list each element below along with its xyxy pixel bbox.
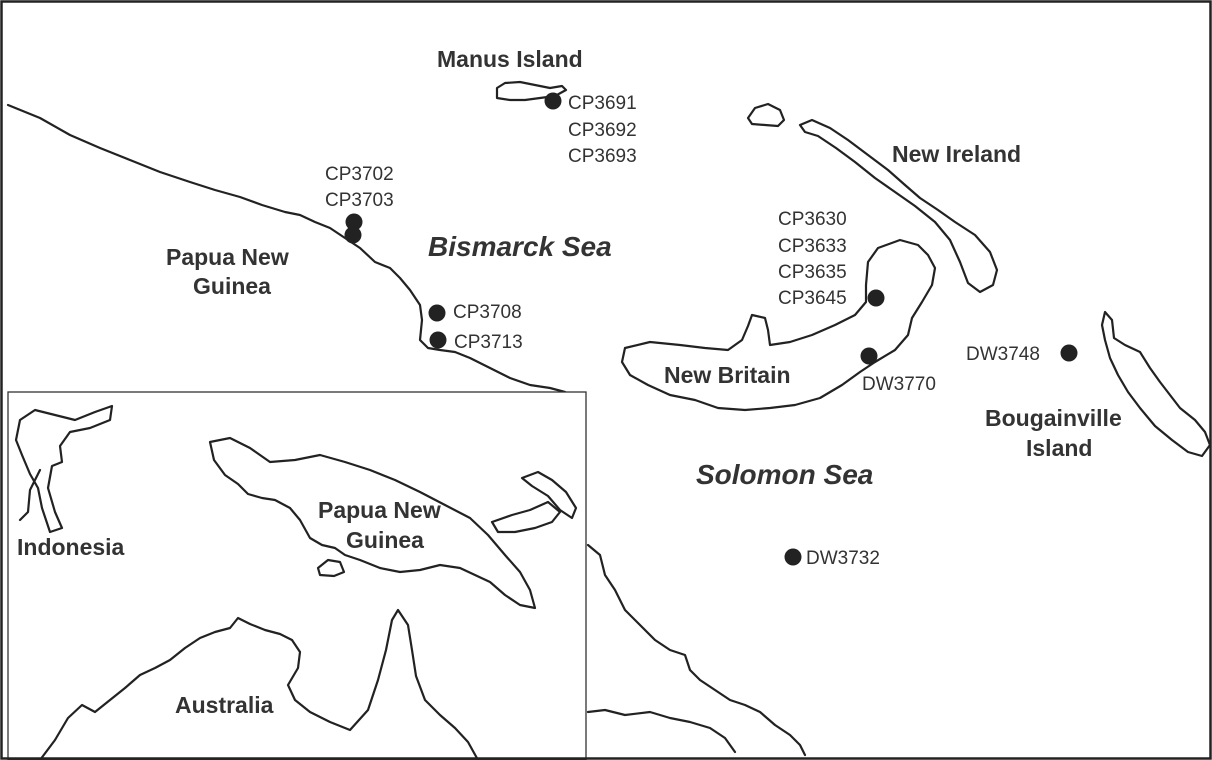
- station-label-dw3732: DW3732: [806, 548, 880, 569]
- new-hanover-shape: [746, 102, 786, 128]
- place-label-png-line2: Guinea: [193, 273, 271, 299]
- station-dot-cp3702[interactable]: [345, 213, 363, 231]
- station-label-cp3691: CP3691: [568, 93, 637, 114]
- station-label-cp3645: CP3645: [778, 288, 847, 309]
- station-label-cp3713: CP3713: [454, 332, 523, 353]
- station-label-cp3702: CP3702: [325, 164, 394, 185]
- station-dot-dw3770[interactable]: [860, 347, 878, 365]
- inset-map: [7, 391, 587, 760]
- new-ireland-shape: [798, 118, 999, 294]
- station-label-cp3630: CP3630: [778, 209, 847, 230]
- inset-new-britain-shape: [490, 500, 562, 534]
- inset-label-png-line1: Papua New: [318, 497, 441, 523]
- station-dot-dw3732[interactable]: [784, 548, 802, 566]
- place-label-png-line1: Papua New: [166, 244, 289, 270]
- station-dot-cp3708[interactable]: [428, 304, 446, 322]
- station-dot-cp3703[interactable]: [344, 226, 362, 244]
- place-label-bougainville-line2: Island: [1026, 435, 1092, 461]
- png-southeast-inlet: [586, 708, 737, 754]
- station-label-cp3633: CP3633: [778, 236, 847, 257]
- station-label-dw3748: DW3748: [966, 344, 1040, 365]
- inset-new-guinea-shape: [208, 436, 537, 610]
- png-southeast-coastline: [586, 543, 807, 757]
- place-label-bougainville-line1: Bougainville: [985, 405, 1122, 431]
- station-dot-dw3748[interactable]: [1060, 344, 1078, 362]
- station-dot-cp3691[interactable]: [544, 92, 562, 110]
- sea-label-bismarck: Bismarck Sea: [428, 231, 612, 262]
- station-dot-cp3645[interactable]: [867, 289, 885, 307]
- station-label-cp3708: CP3708: [453, 302, 522, 323]
- station-label-cp3692: CP3692: [568, 120, 637, 141]
- place-label-new-ireland: New Ireland: [892, 141, 1021, 167]
- station-label-cp3693: CP3693: [568, 146, 637, 167]
- inset-label-australia: Australia: [175, 692, 274, 718]
- station-label-cp3703: CP3703: [325, 190, 394, 211]
- png-north-coastline: [6, 103, 567, 394]
- place-label-manus: Manus Island: [437, 46, 583, 72]
- station-label-dw3770: DW3770: [862, 374, 936, 395]
- inset-sulawesi-shape: [14, 404, 114, 534]
- place-label-new-britain: New Britain: [664, 362, 791, 388]
- inset-label-png-line2: Guinea: [346, 527, 424, 553]
- inset-australia-coastline: [38, 608, 480, 760]
- new-britain-shape: [620, 238, 937, 412]
- inset-new-ireland-shape: [520, 470, 578, 520]
- station-label-cp3635: CP3635: [778, 262, 847, 283]
- inset-frederik-island-shape: [316, 558, 346, 578]
- sea-label-solomon: Solomon Sea: [696, 459, 873, 490]
- station-dot-cp3713[interactable]: [429, 331, 447, 349]
- inset-label-indonesia: Indonesia: [17, 534, 125, 560]
